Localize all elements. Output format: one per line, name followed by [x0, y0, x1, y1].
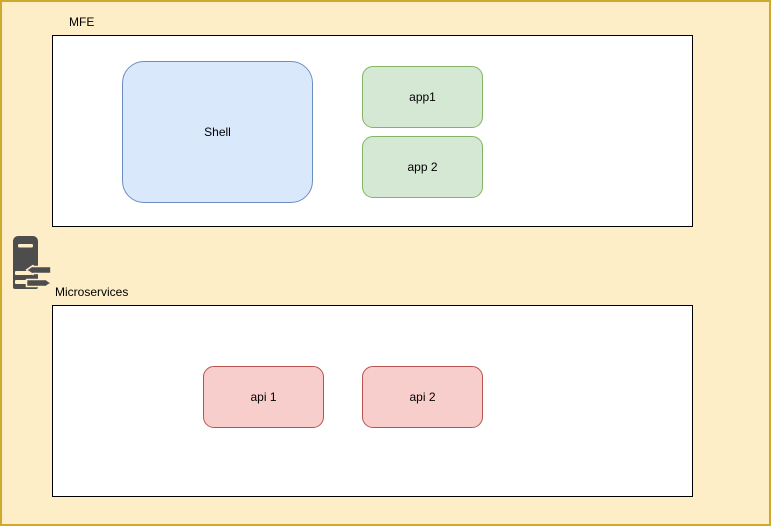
node-app2[interactable]: app 2	[362, 136, 483, 198]
node-api2-label: api 2	[409, 390, 436, 404]
node-api1-label: api 1	[250, 390, 277, 404]
node-shell-label: Shell	[204, 125, 231, 139]
server-exchange-icon	[10, 235, 54, 293]
group-label-microservices: Microservices	[55, 285, 129, 299]
node-app1[interactable]: app1	[362, 66, 483, 128]
node-app1-label: app1	[409, 90, 436, 104]
node-api2[interactable]: api 2	[362, 366, 483, 428]
node-app2-label: app 2	[407, 160, 438, 174]
node-shell[interactable]: Shell	[122, 61, 313, 203]
group-label-mfe: MFE	[69, 15, 95, 29]
node-api1[interactable]: api 1	[203, 366, 324, 428]
